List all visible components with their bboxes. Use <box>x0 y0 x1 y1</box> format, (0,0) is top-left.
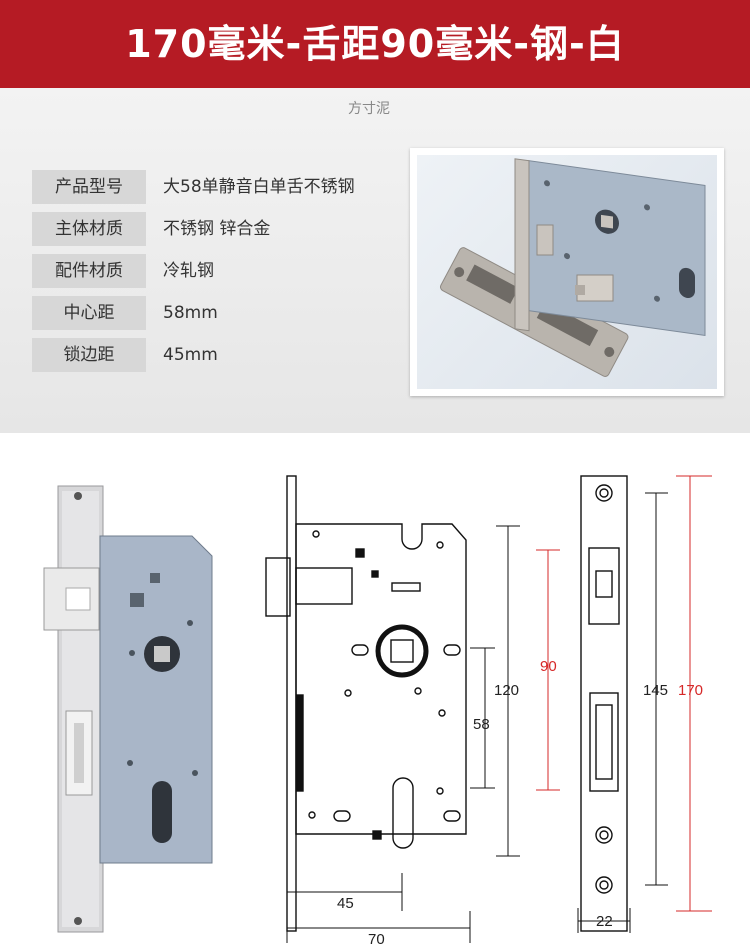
spec-label: 锁边距 <box>32 338 146 372</box>
dimension-lines <box>286 525 520 943</box>
spec-row-backset: 锁边距 45mm <box>32 338 432 372</box>
dimension-label-45: 45 <box>337 895 354 912</box>
title-banner: 170毫米-舌距90毫米-钢-白 <box>0 0 750 88</box>
spec-label: 中心距 <box>32 296 146 330</box>
dimension-label-90: 90 <box>540 658 557 675</box>
spec-value: 58mm <box>163 303 218 323</box>
faceplate-dimension-lines <box>577 492 668 933</box>
spec-row-center-distance: 中心距 58mm <box>32 296 432 330</box>
spec-row-model: 产品型号 大58单静音白单舌不锈钢 <box>32 170 432 204</box>
spec-value: 大58单静音白单舌不锈钢 <box>163 177 355 197</box>
lock-body-render <box>43 485 213 933</box>
spec-value: 不锈钢 锌合金 <box>163 219 271 239</box>
dimension-label-22: 22 <box>596 913 613 930</box>
spec-value: 45mm <box>163 345 218 365</box>
lock-product-photo <box>417 155 717 389</box>
watermark-text: 方寸泥 <box>348 101 390 117</box>
spec-label: 产品型号 <box>32 170 146 204</box>
dimension-label-120: 120 <box>494 682 519 699</box>
product-photo-frame <box>410 148 724 396</box>
faceplate-drawing <box>580 475 628 932</box>
dimension-label-58: 58 <box>473 716 490 733</box>
spec-row-body-material: 主体材质 不锈钢 锌合金 <box>32 212 432 246</box>
spec-label: 配件材质 <box>32 254 146 288</box>
dimension-label-170: 170 <box>678 682 703 699</box>
page-title: 170毫米-舌距90毫米-钢-白 <box>125 22 625 66</box>
spec-row-accessory-material: 配件材质 冷轧钢 <box>32 254 432 288</box>
dimension-label-145: 145 <box>643 682 668 699</box>
spec-value: 冷轧钢 <box>163 261 214 281</box>
dimension-diagram: 120 58 45 70 <box>0 433 750 948</box>
dimension-label-70: 70 <box>368 931 385 948</box>
spec-label: 主体材质 <box>32 212 146 246</box>
lock-body-drawing <box>265 475 467 932</box>
faceplate-red-dimension-lines <box>536 475 712 912</box>
spec-section: 方寸泥 产品型号 大58单静音白单舌不锈钢 主体材质 不锈钢 锌合金 配件材质 … <box>0 88 750 433</box>
